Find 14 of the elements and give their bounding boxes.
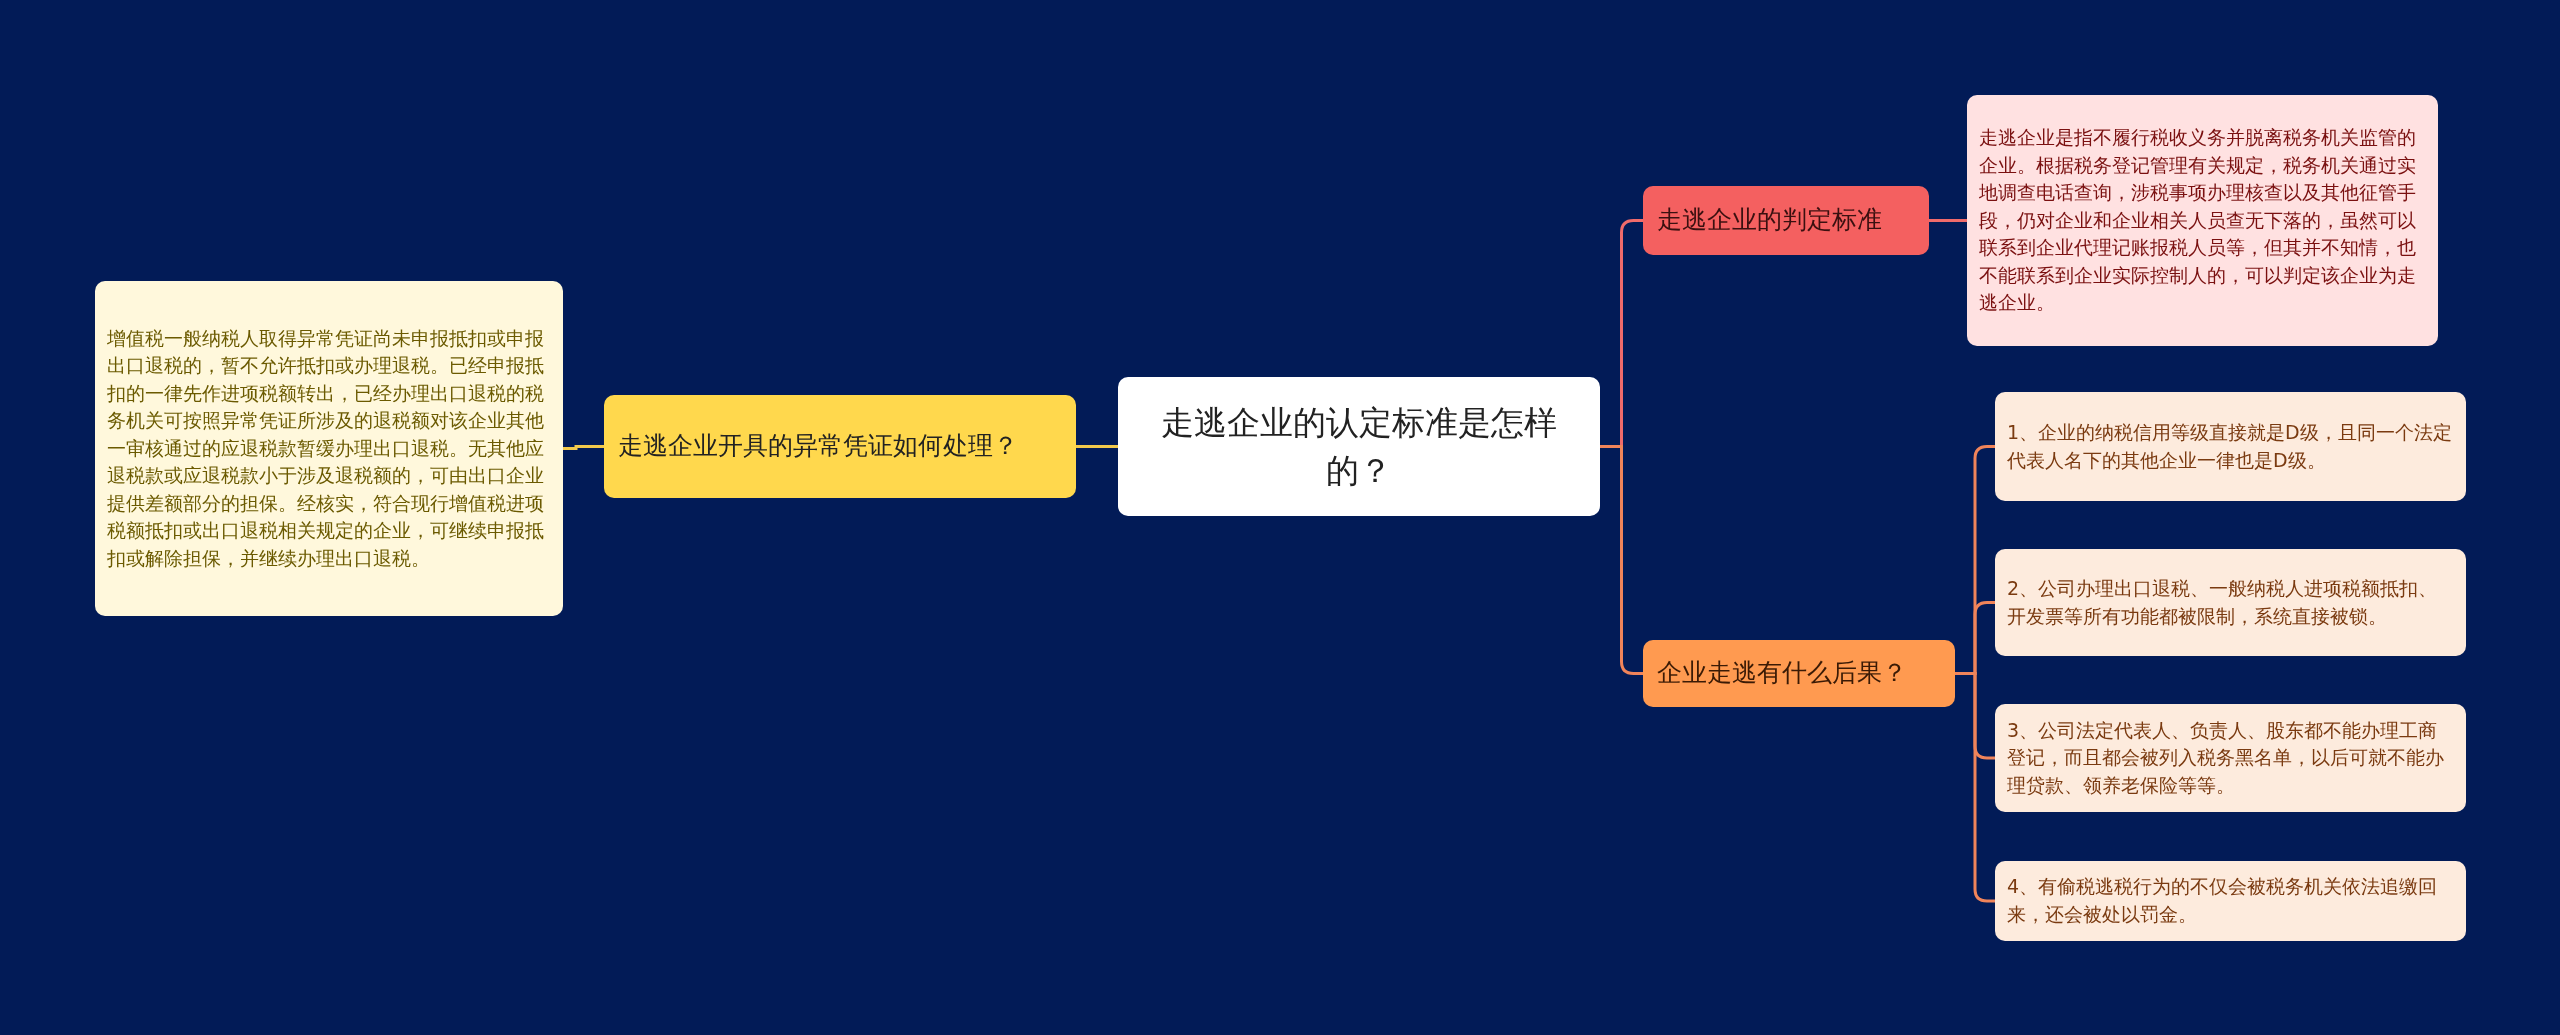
text-box: 1、企业的纳税信用等级直接就是D级，且同一个法定代表人名下的其他企业一律也是D级。: [1995, 392, 2466, 501]
topic-box: 走逃企业的认定标准是怎样的？: [1118, 377, 1600, 516]
connector-line: [1600, 445, 1643, 675]
branch-box: 企业走逃有什么后果？: [1643, 640, 1955, 707]
connector-line: [563, 445, 604, 450]
text-box: 增值税一般纳税人取得异常凭证尚未申报抵扣或申报出口退税的，暂不允许抵扣或办理退税。已经申报抵扣的一律先作进项税额转出，已经办理出口退税的税务机关可按照异常凭证所涉及的退税额对该企业其他一审核通过的应退税款暂缓办理出口退税。无其他应退税款或应退税款小于涉及退税额的，可由出口企业提供差额部分的担保。经核实，符合现行增值税进项税额抵扣或出口退税相关规定的企业，可继续申报抵扣或解除担保，并继续办理出口退税。: [95, 281, 563, 616]
text-box: 走逃企业是指不履行税收义务并脱离税务机关监管的企业。根据税务登记管理有关规定，税务机关通过实地调查电话查询，涉税事项办理核查以及其他征管手段，仍对企业和企业相关人员查无下落的，虽然可以联系到企业代理记账报税人员等，但其并不知情，也不能联系到企业实际控制人的，可以判定该企业为走逃企业。: [1967, 95, 2438, 346]
connector-line: [1076, 445, 1118, 448]
text-box: 3、公司法定代表人、负责人、股东都不能办理工商登记，而且都会被列入税务黑名单，以后可就不能办理贷款、领养老保险等等。: [1995, 704, 2466, 812]
text-box: 4、有偷税逃税行为的不仅会被税务机关依法追缴回来，还会被处以罚金。: [1995, 861, 2466, 941]
connector-line: [1929, 219, 1967, 222]
branch-box: 走逃企业的判定标准: [1643, 186, 1929, 255]
branch-box: 走逃企业开具的异常凭证如何处理？: [604, 395, 1076, 498]
text-box: 2、公司办理出口退税、一般纳税人进项税额抵扣、开发票等所有功能都被限制，系统直接被锁。: [1995, 549, 2466, 656]
